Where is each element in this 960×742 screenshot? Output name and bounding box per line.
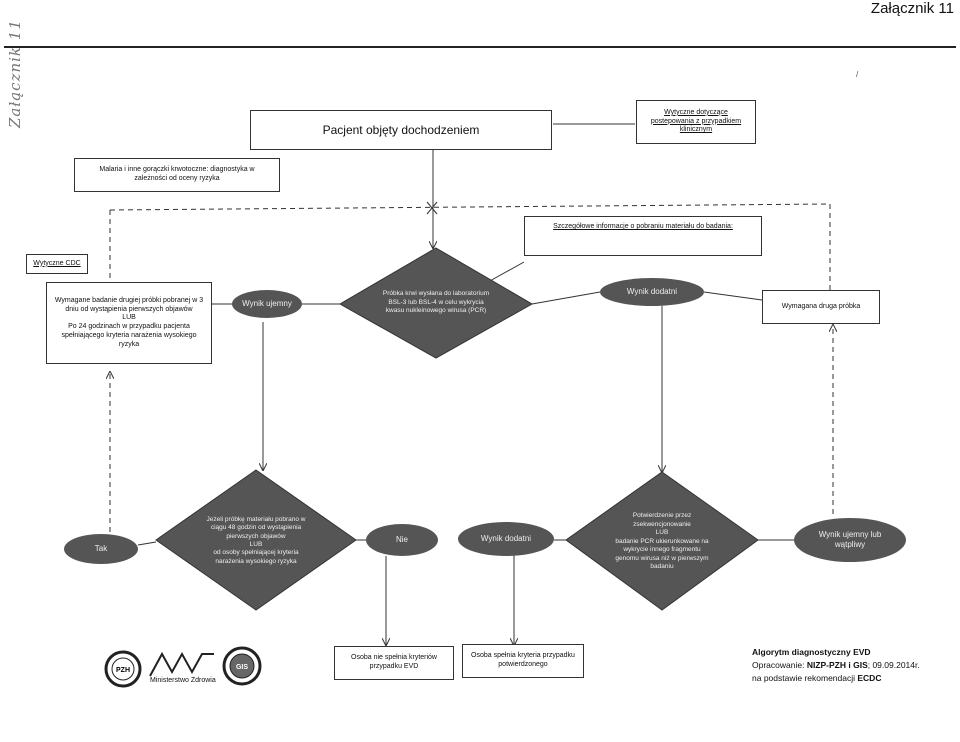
footer-authors: NIZP-PZH i GIS [806, 660, 868, 671]
corner-mark: / [856, 70, 859, 79]
positive-result-oval: Wynik dodatni [600, 278, 704, 306]
ministry-logo-mark [149, 651, 214, 677]
footer-credits: Algorytm diagnostyczny EVD Opracowanie: … [752, 646, 920, 686]
cdc-guidelines-box[interactable]: Wytyczne CDC [26, 254, 88, 274]
footer-basis: na podstawie rekomendacji [752, 673, 858, 684]
pcr-diamond-text: Próbka krwi wysłana do laboratorium BSL-… [382, 290, 490, 315]
cross-mark [426, 201, 438, 215]
footer-ecdc: ECDC [857, 673, 882, 684]
yes-oval: Tak [64, 534, 138, 564]
pcr-diamond-shape [338, 247, 534, 359]
gis-logo-text: GIS [236, 664, 248, 671]
positive-result-oval-2: Wynik dodatni [458, 522, 554, 556]
negative-or-doubtful-oval: Wynik ujemny lub wątpliwy [794, 518, 906, 562]
footer-title: Algorytm diagnostyczny EVD [752, 647, 871, 657]
not-evd-case-box: Osoba nie spełnia kryteriów przypadku EV… [334, 646, 454, 680]
page-header: Załącznik 11 [870, 0, 954, 17]
gis-logo: GIS [222, 646, 262, 686]
sample-details-box[interactable]: Szczegółowe informacje o pobraniu materi… [524, 216, 762, 256]
pzh-logo-text: PZH [116, 667, 130, 674]
decision-diamond-shape [155, 469, 357, 611]
solid-connectors [137, 123, 794, 645]
clinical-guidelines-box[interactable]: Wytyczne dotyczące postepowania z przypa… [636, 100, 756, 144]
footer-date: ; 09.09.2014r. [867, 660, 920, 671]
header-rule [4, 46, 956, 48]
footer-prefix: Opracowanie: [752, 660, 807, 671]
confirmed-case-box: Osoba spełnia kryteria przypadku potwier… [462, 644, 584, 678]
no-oval: Nie [366, 524, 438, 556]
malaria-box: Malaria i inne gorączki krwotoczne: diag… [74, 158, 280, 192]
negative-result-oval: Wynik ujemny [232, 290, 302, 318]
ministry-logo-text: Ministerstwo Zdrowia [150, 677, 216, 684]
second-sample-condition-box: Wymagane badanie drugiej próbki pobranej… [46, 282, 212, 364]
decision-diamond-text: Jeżeli próbkę materiału pobrano w ciągu … [206, 515, 306, 565]
second-sample-required-box: Wymagana druga próbka [762, 290, 880, 324]
confirm-diamond-shape [565, 471, 759, 611]
pzh-logo: PZH [104, 650, 142, 688]
dashed-loop-lines [110, 203, 833, 532]
patient-box: Pacjent objęty dochodzeniem [250, 110, 552, 150]
confirm-diamond-text: Potwierdzenie przez zsekwencjonowanie LU… [615, 512, 709, 571]
